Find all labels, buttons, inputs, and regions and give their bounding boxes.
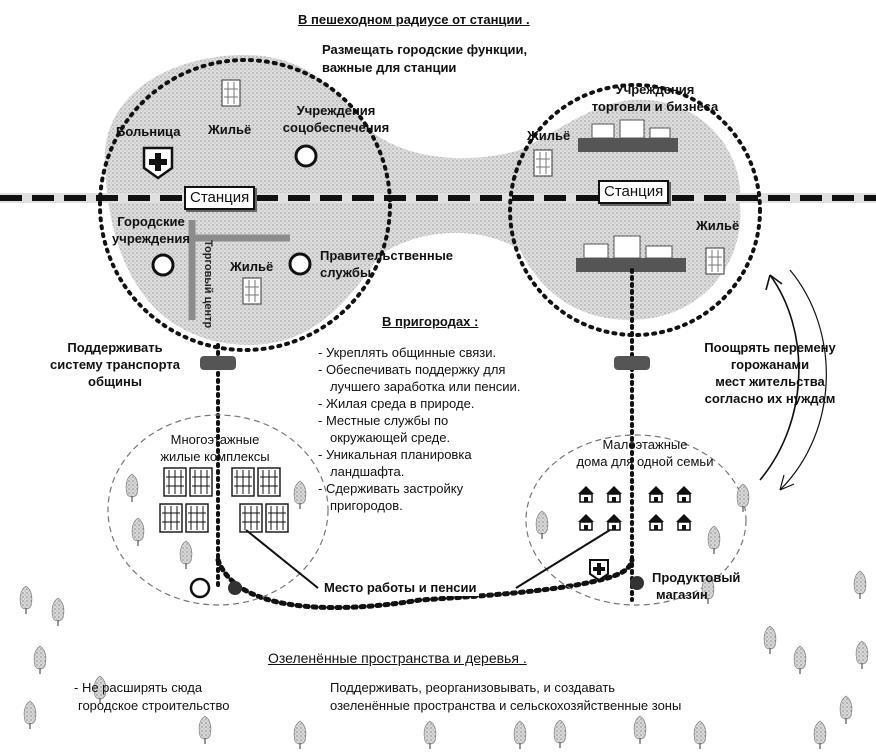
suburbs-item: ландшафта.	[330, 464, 405, 479]
work-pension-label: Место работы и пенсии	[322, 580, 479, 596]
grocery-label-2: магазин	[656, 587, 708, 602]
suburbs-item: - Местные службы по	[318, 413, 449, 428]
relocation-label-3: мест жительства	[715, 374, 825, 389]
lowrise-label-2: дома для одной семьи	[576, 454, 714, 469]
lowrise-label-1: Малоэтажные	[602, 437, 688, 452]
lowrise-zone	[525, 434, 747, 606]
suburbs-item: - Жилая среда в природе.	[318, 396, 475, 411]
relocation-arrow	[779, 269, 827, 491]
government-services-label-2: службы	[320, 265, 372, 280]
housing-label-bottom: Жильё	[230, 259, 274, 274]
suburbs-item: - Уникальная планировка	[318, 447, 472, 462]
relocation-arrow	[759, 274, 800, 481]
social-services-label-1: Учреждения	[296, 103, 376, 118]
grocery-label-1: Продуктовый	[652, 570, 741, 585]
station-right: Станция	[598, 180, 670, 204]
commerce-label-1: Учреждения	[615, 82, 695, 97]
housing-building-icon	[221, 79, 241, 107]
city-institutions-label-1: Городские	[117, 214, 185, 229]
transport-label-3: общины	[88, 374, 142, 389]
housing-building-icon	[705, 247, 725, 275]
multistorey-zone	[107, 414, 329, 606]
relocation-label-2: горожанами	[730, 357, 810, 372]
housing-label-right-a: Жильё	[527, 128, 571, 143]
walking-radius-left	[98, 58, 392, 352]
green-right-1: Поддерживать, реорганизовывать, и создав…	[330, 680, 616, 695]
green-right-2: озеленённые пространства и сельскохозяйс…	[330, 698, 682, 713]
shopping-center-label: Торговый центр	[202, 240, 214, 329]
suburbs-item: - Обеспечивать поддержку для	[318, 362, 506, 377]
transport-label-2: систему транспорта	[50, 357, 180, 372]
housing-building-icon	[533, 149, 553, 177]
green-left-2: городское строительство	[78, 698, 230, 713]
suburbs-item: окружающей среде.	[330, 430, 451, 445]
multistorey-label-2: жилые комплексы	[160, 449, 270, 464]
green-heading: Озеленённые пространства и деревья .	[268, 650, 527, 666]
relocation-label-4: согласно их нуждам	[704, 391, 836, 406]
hospital-label: Больница	[116, 124, 181, 139]
commerce-buildings-icon	[578, 119, 678, 152]
station-left: Станция	[184, 186, 256, 210]
community-loop	[215, 557, 635, 611]
bus-stop-icon	[614, 356, 650, 370]
grocery-store-icon	[630, 576, 644, 590]
hospital-icon	[142, 146, 174, 180]
clinic-icon	[589, 559, 609, 582]
suburbs-item: лучшего заработка или пенсии.	[330, 379, 521, 394]
suburbs-item: - Сдерживать застройку	[318, 481, 464, 496]
service-icon	[228, 581, 242, 595]
housing-label-top: Жильё	[208, 122, 252, 137]
recycling-icon	[189, 577, 211, 599]
multistorey-label-1: Многоэтажные	[170, 432, 260, 447]
suburbs-item: - Укреплять общинные связи.	[318, 345, 497, 360]
housing-building-icon	[242, 277, 262, 305]
housing-label-right-b: Жильё	[696, 218, 740, 233]
government-services-label-1: Правительственные	[320, 248, 454, 263]
bus-stop-icon	[200, 356, 236, 370]
suburbs-item: пригородов.	[330, 498, 403, 513]
commerce-label-2: торговли и бизнеса	[591, 99, 719, 114]
social-services-label-2: соцобеспечения	[282, 120, 390, 135]
walking-note-line2: важные для станции	[322, 60, 457, 75]
green-left-1: - Не расширять сюда	[74, 680, 203, 695]
relocation-label-1: Поощрять перемену	[704, 340, 836, 355]
social-services-icon	[294, 144, 318, 168]
walking-note-line1: Размещать городские функции,	[322, 42, 528, 57]
city-institutions-label-2: учреждения	[112, 231, 190, 246]
government-services-icon	[288, 252, 312, 276]
commerce-buildings-icon	[576, 235, 686, 272]
shopping-street	[188, 220, 290, 320]
suburbs-heading: В пригородах :	[382, 314, 479, 329]
walking-radius-heading: В пешеходном радиусе от станции .	[298, 12, 530, 27]
transport-label-1: Поддерживать	[67, 340, 163, 355]
walking-radius-right	[508, 83, 762, 337]
city-institutions-icon	[151, 253, 175, 277]
